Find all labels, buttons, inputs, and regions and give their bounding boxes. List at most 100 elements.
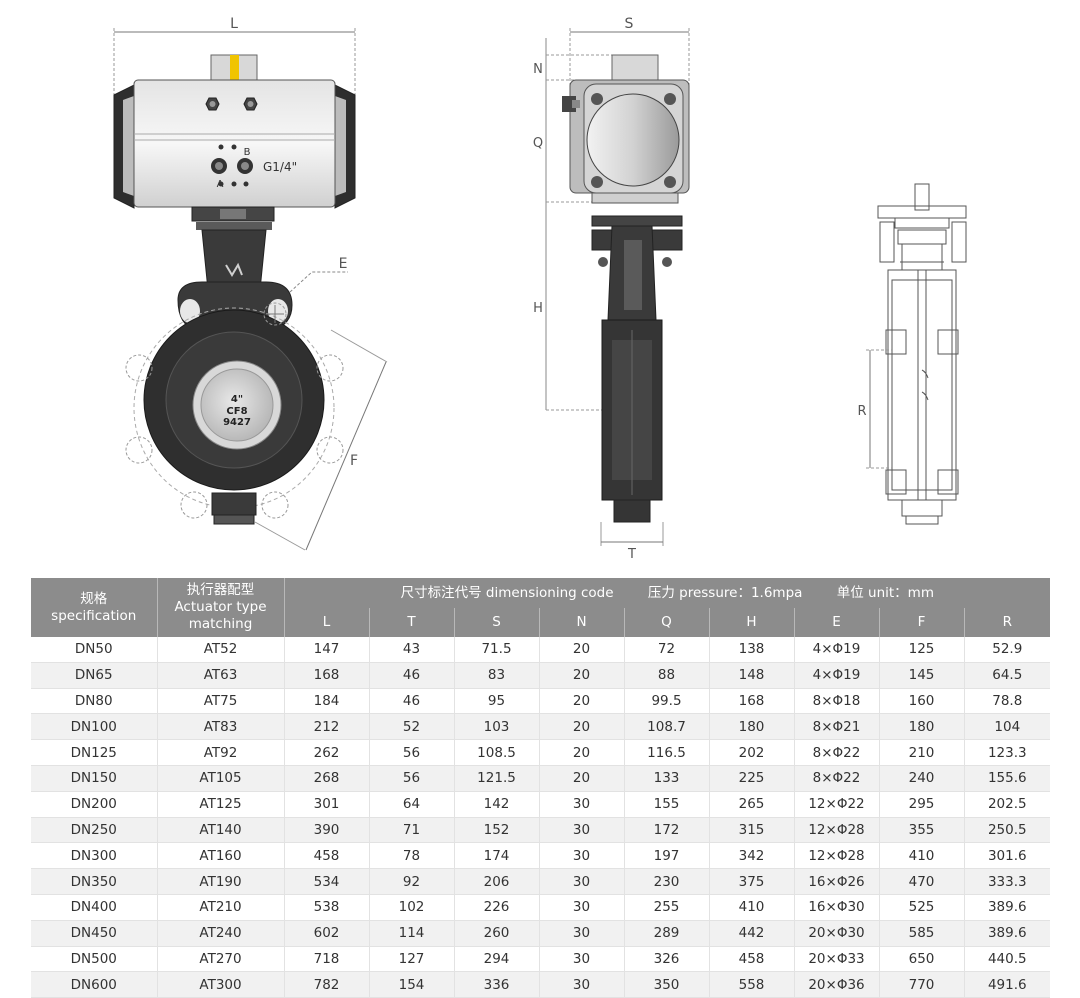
table-cell: DN125 xyxy=(31,739,157,766)
table-cell: 88 xyxy=(623,662,709,689)
table-cell: AT63 xyxy=(156,662,284,689)
dimension-table: 规格 specification 执行器配型 Actuator type mat… xyxy=(31,578,1051,998)
table-cell: 458 xyxy=(708,946,794,973)
table-cell: 355 xyxy=(878,817,964,844)
dim-F-label: F xyxy=(350,453,358,469)
table-cell: 260 xyxy=(453,920,539,947)
table-cell: DN100 xyxy=(31,713,157,741)
table-cell: DN450 xyxy=(31,920,157,947)
table-cell: 133 xyxy=(623,765,709,792)
table-cell: 12×Φ22 xyxy=(793,791,879,818)
table-cell: 72 xyxy=(623,637,709,663)
column-header: S xyxy=(453,608,539,637)
table-cell: DN200 xyxy=(31,791,157,818)
column-header: L xyxy=(283,608,369,637)
table-cell: 138 xyxy=(708,637,794,663)
header-actuator: 执行器配型 Actuator type matching xyxy=(156,578,284,637)
table-cell: 125 xyxy=(878,637,964,663)
table-cell: 440.5 xyxy=(963,946,1051,973)
table-cell: 71 xyxy=(368,817,454,844)
table-cell: 301 xyxy=(283,791,369,818)
table-cell: 52 xyxy=(368,713,454,741)
table-cell: 168 xyxy=(708,688,794,715)
table-cell: 30 xyxy=(538,791,624,818)
table-cell: 168 xyxy=(283,662,369,689)
table-cell: 240 xyxy=(878,765,964,792)
table-cell: 534 xyxy=(283,868,369,895)
table-cell: 389.6 xyxy=(963,920,1051,947)
disc-material-label: CF8 xyxy=(226,406,247,417)
section-view: R xyxy=(857,183,967,525)
table-cell: 46 xyxy=(368,662,454,689)
port-b-label: B xyxy=(244,147,251,158)
table-cell: 20×Φ33 xyxy=(793,946,879,973)
column-header: T xyxy=(368,608,454,637)
table-cell: 108.5 xyxy=(453,739,539,766)
dim-S-label: S xyxy=(625,16,634,32)
table-cell: 8×Φ22 xyxy=(793,739,879,766)
dim-L-label: L xyxy=(230,16,238,32)
table-cell: 56 xyxy=(368,765,454,792)
table-cell: 152 xyxy=(453,817,539,844)
table-cell: 123.3 xyxy=(963,739,1051,766)
table-cell: 410 xyxy=(878,842,964,870)
table-cell: DN150 xyxy=(31,765,157,792)
column-header: F xyxy=(878,608,964,637)
table-cell: 8×Φ21 xyxy=(793,713,879,741)
disc-size-label: 4" xyxy=(231,394,243,405)
table-cell: DN600 xyxy=(31,971,157,998)
table-cell: 250.5 xyxy=(963,817,1051,844)
table-cell: AT210 xyxy=(156,894,284,921)
table-cell: 30 xyxy=(538,946,624,973)
table-cell: 294 xyxy=(453,946,539,973)
port-a-label: A xyxy=(217,179,224,190)
table-cell: 121.5 xyxy=(453,765,539,792)
dim-Q-label: Q xyxy=(533,136,543,151)
table-cell: 20 xyxy=(538,688,624,715)
table-cell: 56 xyxy=(368,739,454,766)
table-cell: 538 xyxy=(283,894,369,921)
table-cell: 155 xyxy=(623,791,709,818)
dim-E-label: E xyxy=(339,256,348,272)
table-cell: DN300 xyxy=(31,842,157,870)
pressure-label: 压力 pressure：1.6mpa xyxy=(647,584,803,601)
table-cell: 30 xyxy=(538,817,624,844)
table-cell: 410 xyxy=(708,894,794,921)
table-cell: 30 xyxy=(538,894,624,921)
table-cell: AT83 xyxy=(156,713,284,741)
table-cell: DN400 xyxy=(31,894,157,921)
table-cell: DN65 xyxy=(31,662,157,689)
table-cell: 30 xyxy=(538,868,624,895)
table-cell: 30 xyxy=(538,971,624,998)
table-cell: AT125 xyxy=(156,791,284,818)
table-cell: 4×Φ19 xyxy=(793,662,879,689)
table-cell: 148 xyxy=(708,662,794,689)
table-cell: 71.5 xyxy=(453,637,539,663)
table-cell: 718 xyxy=(283,946,369,973)
dim-H-label: H xyxy=(533,301,543,316)
table-cell: AT52 xyxy=(156,637,284,663)
port-size-label: G1/4" xyxy=(263,160,297,174)
table-cell: 184 xyxy=(283,688,369,715)
front-view: L B A G1/4" xyxy=(113,16,388,551)
table-cell: AT240 xyxy=(156,920,284,947)
valve-drawings: L B A G1/4" xyxy=(113,16,967,562)
table-cell: 350 xyxy=(623,971,709,998)
table-cell: 525 xyxy=(878,894,964,921)
table-cell: 558 xyxy=(708,971,794,998)
table-cell: 20 xyxy=(538,765,624,792)
table-cell: 262 xyxy=(283,739,369,766)
table-cell: 458 xyxy=(283,842,369,870)
table-cell: 265 xyxy=(708,791,794,818)
table-cell: DN500 xyxy=(31,946,157,973)
table-cell: 226 xyxy=(453,894,539,921)
table-cell: 155.6 xyxy=(963,765,1051,792)
